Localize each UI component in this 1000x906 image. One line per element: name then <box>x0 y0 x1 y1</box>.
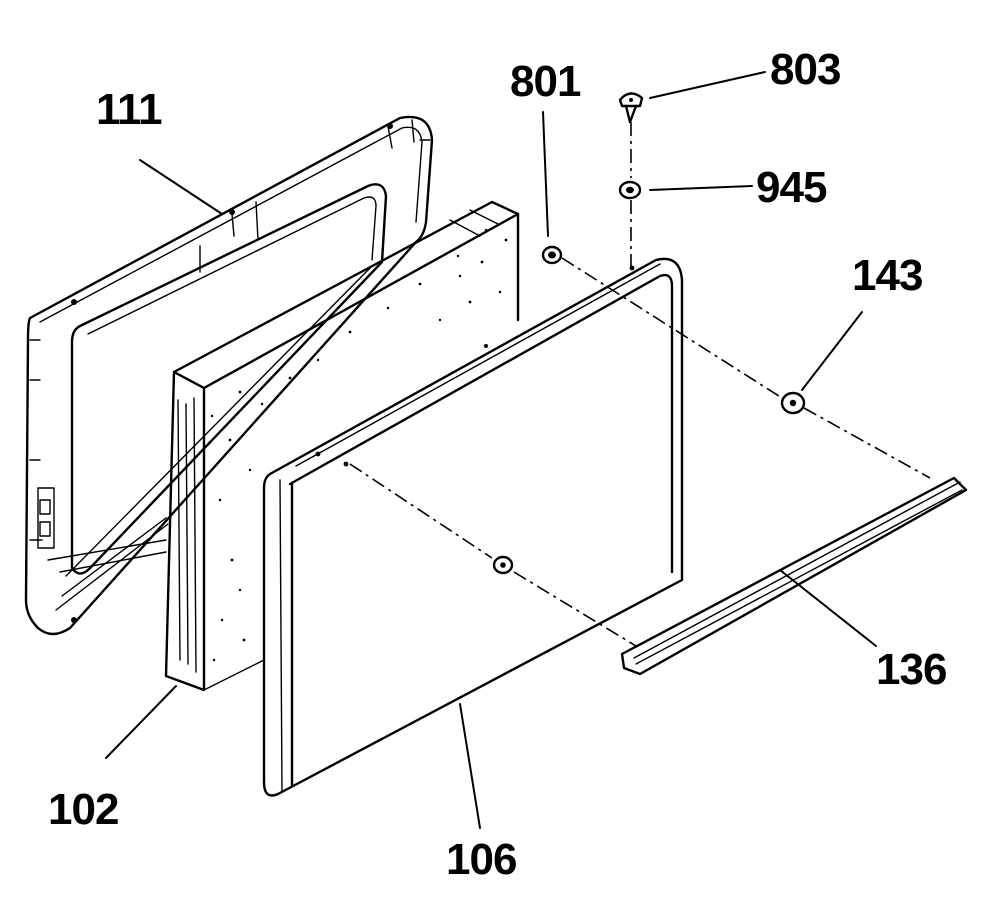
callout-945: 945 <box>756 163 827 212</box>
part-111-door-frame <box>24 115 434 636</box>
callout-111: 111 <box>96 85 162 134</box>
callout-136: 136 <box>876 645 946 694</box>
nut-on-panel <box>492 555 514 575</box>
assembly-centerlines <box>349 122 931 647</box>
callout-803: 803 <box>770 45 840 94</box>
leader-lines <box>105 71 877 829</box>
part-136-trim-bar <box>620 476 968 676</box>
callout-143: 143 <box>852 251 922 300</box>
part-143-nut <box>780 391 806 415</box>
part-803-screw <box>618 92 644 124</box>
part-106-outer-door-panel <box>262 257 684 797</box>
callout-102: 102 <box>48 785 118 834</box>
callout-801: 801 <box>510 57 581 106</box>
part-102-insulation-panel <box>164 200 520 692</box>
callout-106: 106 <box>446 835 516 884</box>
part-945-washer <box>618 180 642 200</box>
part-801-bushing <box>541 245 563 265</box>
